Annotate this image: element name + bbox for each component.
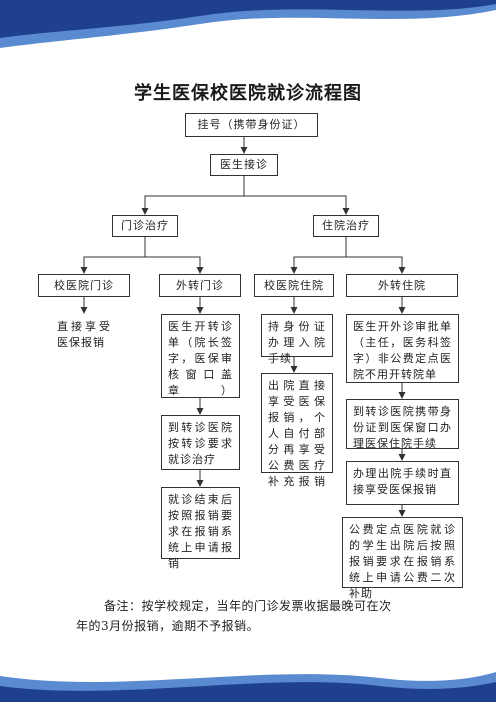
after-visit-box: 就诊结束后按照报销要求在报销系统上申请报销 — [161, 487, 240, 570]
arrow-inpatient-school — [290, 237, 347, 274]
direct-reimburse-box: 直接享受医保报销 — [52, 314, 116, 358]
page-title: 学生医保校医院就诊流程图 — [134, 83, 362, 104]
discharge-direct-box: 出院直接享受医保报销，个人自付部分再享受公费医疗补充报销 — [261, 373, 333, 488]
school-inpatient-box: 校医院住院 — [254, 274, 334, 297]
header-wave-decoration — [0, 0, 496, 48]
arrow-inpatient-transfer — [346, 256, 406, 274]
public-fee-box: 公费定点医院就诊的学生出院后按照报销要求在报销系统上申请公费二次补助 — [342, 517, 463, 600]
doctor-reception-box: 医生接诊 — [210, 154, 278, 176]
arrow-outpatient-school — [80, 237, 146, 274]
footnote-line-2: 年的3月份报销，逾期不予报销。 — [76, 619, 260, 633]
doctor-approval-box: 医生开外诊审批单（主任，医务科签字）非公费定点医院不用开转院单 — [346, 314, 459, 383]
footer-wave-decoration — [0, 672, 496, 702]
transfer-inpatient-box: 外转住院 — [346, 274, 458, 297]
school-outpatient-box: 校医院门诊 — [38, 274, 130, 297]
doctor-referral-box: 医生开转诊单（院长签字，医保审核窗口盖章） — [161, 314, 240, 398]
discharge-enjoy-box: 办理出院手续时直接享受医保报销 — [346, 461, 459, 505]
transfer-outpatient-box: 外转门诊 — [159, 274, 241, 297]
go-referral-hospital-box: 到转诊医院按转诊要求就诊治疗 — [161, 415, 240, 470]
outpatient-box: 门诊治疗 — [112, 215, 178, 237]
footnote-line-1: 备注：按学校规定，当年的门诊发票收据最晚可在次 — [104, 599, 392, 613]
transfer-window-box: 到转诊医院携带身份证到医保窗口办理医保住院手续 — [346, 399, 459, 450]
arrow-outpatient-transfer — [145, 256, 204, 274]
arrow-doctor-inpatient — [244, 195, 350, 215]
footnote: 备注：按学校规定，当年的门诊发票收据最晚可在次 年的3月份报销，逾期不予报销。 — [76, 596, 436, 636]
register-box: 挂号（携带身份证） — [185, 113, 318, 137]
arrow-doctor-outpatient — [141, 176, 245, 215]
id-admission-box: 持身份证办理入院手续 — [261, 314, 333, 365]
inpatient-box: 住院治疗 — [313, 215, 379, 237]
